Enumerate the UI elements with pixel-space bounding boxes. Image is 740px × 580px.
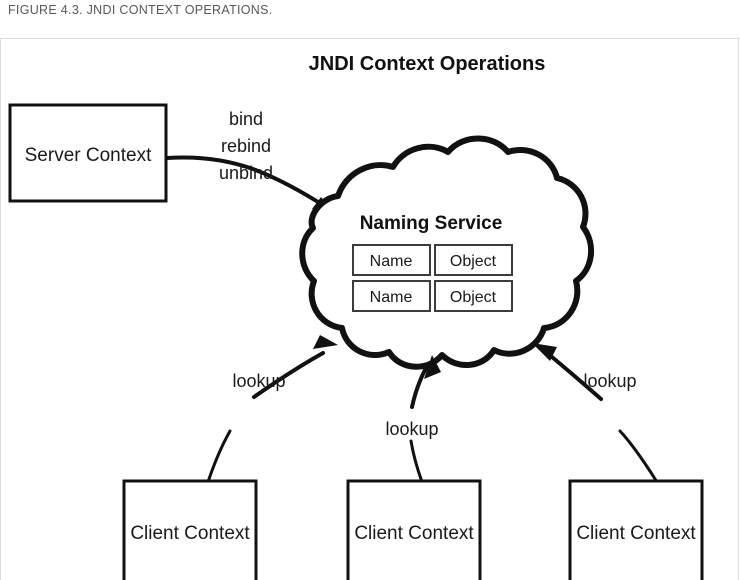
naming-table-cell-name-label: Name (370, 253, 413, 270)
server-context-node[interactable]: Server Context (8, 103, 168, 203)
client-1-edge-arrowhead (313, 335, 338, 349)
client-context-label-3: Client Context (576, 523, 696, 544)
server-operation-labels: bind rebind unbind (219, 109, 273, 183)
client-2-operation-label: lookup (385, 419, 438, 439)
client-1-edge-lower (206, 429, 232, 484)
figure-frame: JNDI Context Operations Server Context b… (0, 38, 739, 580)
diagram-title: JNDI Context Operations (309, 53, 546, 75)
figure-caption: FIGURE 4.3. JNDI CONTEXT OPERATIONS. (8, 3, 273, 17)
client-context-box-3 (568, 479, 704, 580)
client-2-edge-arrowhead (424, 355, 441, 379)
client-context-label-1: Client Context (130, 523, 250, 544)
operation-label-unbind: unbind (219, 163, 273, 183)
client-3-edge-arrowhead (532, 343, 557, 361)
naming-table-cell-object (434, 244, 513, 276)
server-edge-curve (165, 155, 328, 209)
operation-label-bind: bind (229, 109, 263, 129)
client-3-operation-label: lookup (583, 371, 636, 391)
naming-table-cell-object (434, 280, 513, 312)
client-2-to-naming-edge: lookup (385, 355, 441, 484)
client-3-edge-lower (618, 429, 659, 484)
naming-table-cell-object-label: Object (450, 289, 497, 306)
operation-label-rebind: rebind (221, 136, 271, 156)
client-context-box-2 (346, 479, 482, 580)
client-context-node[interactable]: Client Context (346, 479, 482, 580)
naming-table-row: Name Object (352, 280, 513, 312)
client-context-box-1 (122, 479, 258, 580)
naming-table-cell-name (352, 244, 431, 276)
naming-service-node[interactable]: Naming Service Name Object Name Object (299, 135, 595, 370)
naming-service-title: Naming Service (360, 213, 503, 234)
naming-table-cell-name (352, 280, 431, 312)
client-1-to-naming-edge: lookup (206, 335, 338, 484)
client-3-to-naming-edge: lookup (532, 343, 659, 484)
server-context-box (8, 103, 168, 203)
jndi-context-operations-diagram: JNDI Context Operations Server Context b… (8, 53, 704, 580)
client-context-node[interactable]: Client Context (122, 479, 258, 580)
naming-table-row: Name Object (352, 244, 513, 276)
client-1-operation-label: lookup (232, 371, 285, 391)
client-context-label-2: Client Context (354, 523, 474, 544)
client-2-edge-lower (409, 439, 424, 484)
naming-table-cell-name-label: Name (370, 289, 413, 306)
naming-table-cell-object-label: Object (450, 253, 497, 270)
client-1-edge-upper (252, 351, 325, 399)
client-2-edge-upper (410, 364, 429, 409)
client-context-node[interactable]: Client Context (568, 479, 704, 580)
server-context-label: Server Context (25, 145, 152, 166)
